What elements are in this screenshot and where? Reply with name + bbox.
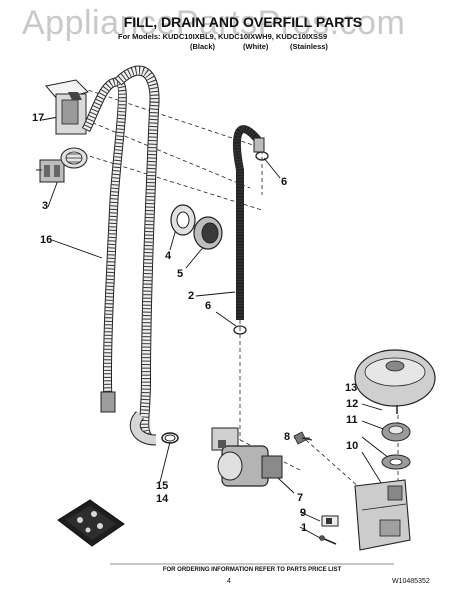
callout-17: 17 — [32, 112, 45, 124]
fill-hose-part-16 — [81, 77, 127, 413]
drain-hose — [114, 65, 160, 446]
float-part-13 — [354, 349, 436, 414]
hose-clamp-part-15 — [161, 432, 179, 444]
model-numbers: For Models: KUDC10IXBL9, KUDC10IXWH9, KU… — [118, 32, 328, 41]
color-black-label: (Black) — [190, 42, 216, 51]
screw-part-1 — [319, 535, 337, 545]
callout-1: 1 — [301, 522, 308, 534]
grommet-part-4 — [170, 204, 196, 236]
callout-5: 5 — [177, 268, 184, 280]
fitting-part-5 — [193, 216, 223, 250]
watermark: AppliancePartsPros.com — [22, 4, 406, 42]
callout-7: 7 — [297, 492, 304, 504]
callout-16: 16 — [40, 234, 53, 246]
hose-clamp-part-6-upper — [255, 151, 269, 161]
document-number: W10485352 — [392, 578, 430, 585]
page-number: 4 — [227, 578, 231, 585]
callout-10: 10 — [346, 440, 359, 452]
callout-3: 3 — [42, 200, 49, 212]
switch-part-9 — [321, 515, 339, 527]
dashed-guide-lines — [69, 87, 399, 489]
pump-motor-part-7 — [211, 427, 283, 487]
callout-6-lower: 6 — [205, 300, 212, 312]
page-title: FILL, DRAIN AND OVERFILL PARTS — [123, 14, 363, 30]
hose-clamp-part-6-lower — [233, 325, 247, 335]
callout-9: 9 — [300, 507, 307, 519]
callout-13: 13 — [345, 382, 358, 394]
color-white-label: (White) — [243, 42, 269, 51]
callout-12: 12 — [346, 398, 359, 410]
leader-lines — [41, 116, 395, 540]
color-stainless-label: (Stainless) — [290, 42, 328, 51]
callout-8: 8 — [284, 431, 291, 443]
callout-15: 15 — [156, 480, 169, 492]
vent-screen — [60, 147, 88, 169]
callout-14: 14 — [156, 493, 169, 505]
screw-part-8 — [293, 431, 313, 445]
callout-6-upper: 6 — [281, 176, 288, 188]
gasket-part-11 — [381, 422, 411, 442]
callout-4: 4 — [165, 250, 172, 262]
corrugated-hose-part-2 — [232, 125, 265, 320]
vent-assembly-part-17 — [45, 79, 89, 135]
callout-11: 11 — [346, 414, 358, 426]
ordering-info-note: FOR ORDERING INFORMATION REFER TO PARTS … — [162, 567, 342, 573]
instruction-packet-part-14 — [57, 499, 125, 547]
clip-part-3 — [36, 159, 65, 183]
washer-part-10 — [381, 454, 411, 470]
float-switch-bracket — [354, 479, 411, 551]
callout-2: 2 — [188, 290, 195, 302]
